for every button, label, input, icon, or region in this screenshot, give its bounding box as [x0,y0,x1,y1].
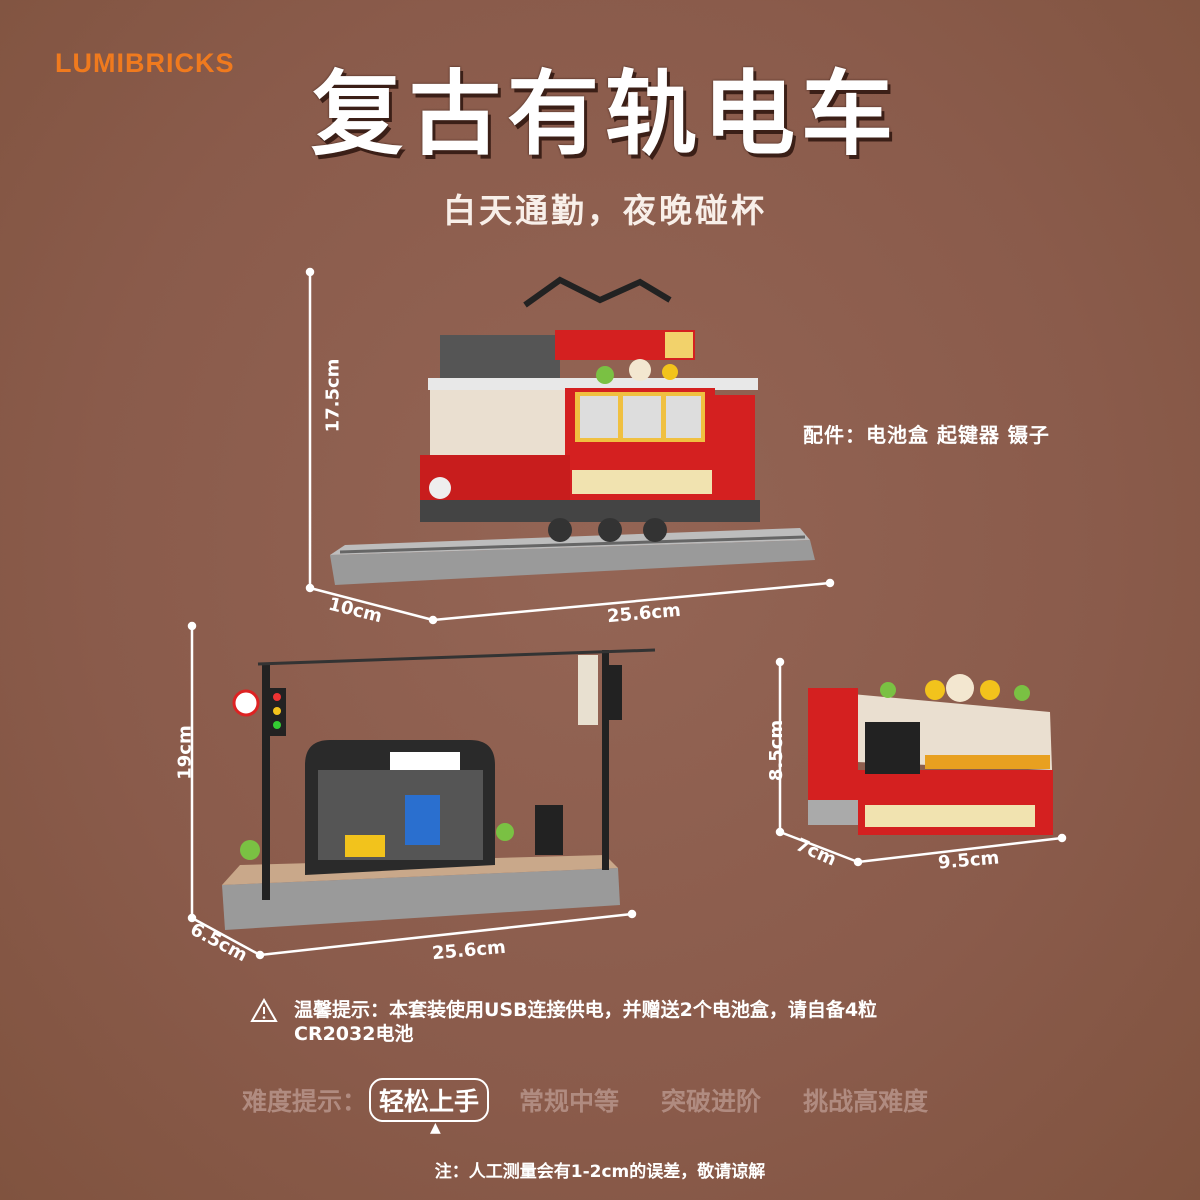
page-subtitle: 白天通勤，夜晚碰杯 [443,191,767,230]
station-height-label: 19cm [174,725,196,780]
kiosk-model-image [808,674,1053,835]
difficulty-level-advanced: 突破进阶 [661,1087,762,1116]
difficulty-level-medium: 常规中等 [519,1087,620,1116]
warning-triangle-icon [250,998,278,1022]
difficulty-row: 难度提示： 轻松上手 常规中等 突破进阶 挑战高难度 [242,1078,970,1122]
brand-logo: LUMIBRICKS [55,48,235,78]
accessories-text: 配件：电池盒 起键器 镊子 [803,423,1050,447]
page-title: 复古有轨电车 [310,61,899,168]
dimension-lines [187,267,1067,960]
tram-model-image [330,276,815,585]
measurement-note: 注：人工测量会有1-2cm的误差，敬请谅解 [434,1162,766,1182]
kiosk-height-label: 8.5cm [766,719,788,782]
difficulty-label: 难度提示： [242,1087,368,1116]
difficulty-level-hard: 挑战高难度 [803,1087,929,1116]
warning-line-1: 温馨提示：本套装使用USB连接供电，并赠送2个电池盒，请自备4粒 [294,999,878,1021]
tram-height-label: 17.5cm [322,358,344,433]
selected-indicator-icon: ▲ [430,1120,441,1136]
station-model-image [222,648,656,930]
difficulty-level-easy: 轻松上手 [369,1078,490,1122]
warning-line-2: CR2032电池 [294,1023,414,1045]
